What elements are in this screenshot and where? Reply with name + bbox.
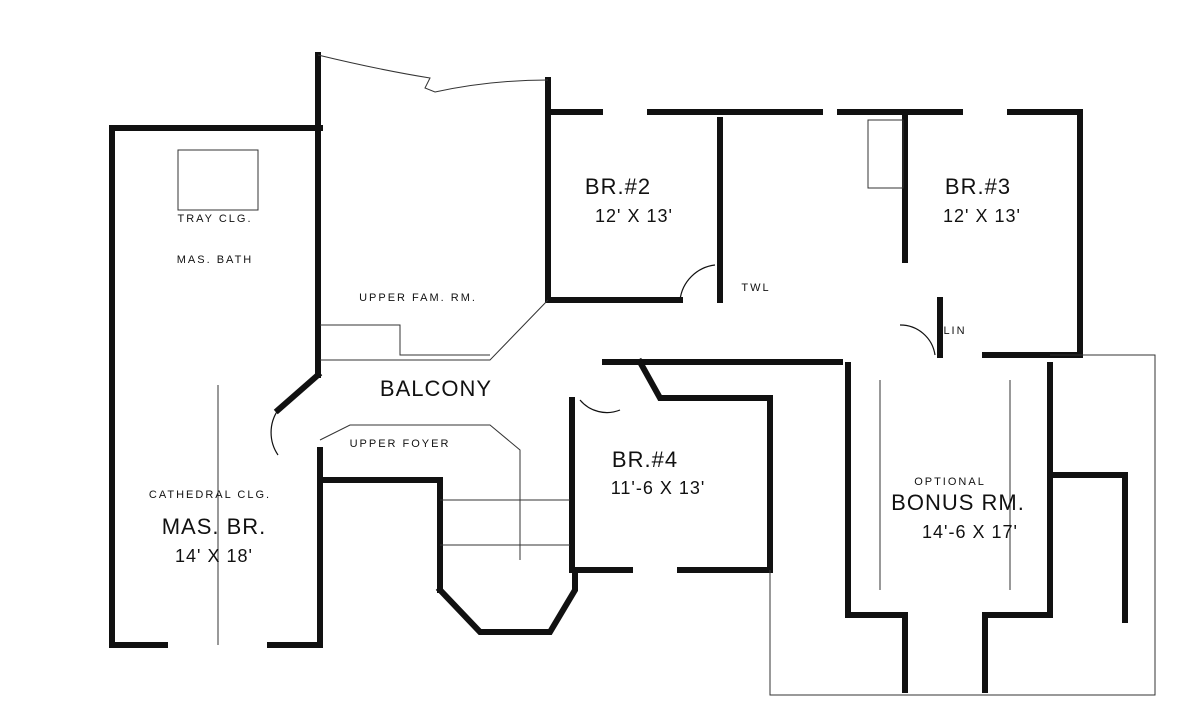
room-label-tray-clg: TRAY CLG. <box>177 213 253 225</box>
thin-lines <box>177 54 1156 696</box>
door-swings <box>270 264 936 456</box>
room-label-balcony: BALCONY <box>379 376 493 401</box>
room-size-br3: 12' X 13' <box>943 206 1021 226</box>
room-label-lin: LIN <box>943 325 967 337</box>
room-label-upper-foyer: UPPER FOYER <box>349 438 451 450</box>
room-size-mas-br: 14' X 18' <box>175 546 253 566</box>
room-size-br4: 11'-6 X 13' <box>610 478 706 498</box>
room-size-br2: 12' X 13' <box>595 206 673 226</box>
room-label-bonus-rm: BONUS RM. <box>891 490 1025 515</box>
room-label-mas-bath: MAS. BATH <box>176 254 254 266</box>
room-label-cathedral-clg: CATHEDRAL CLG. <box>148 489 272 501</box>
room-label-br4: BR.#4 <box>611 447 679 472</box>
walls <box>109 52 1128 693</box>
room-label-upper-fam-rm: UPPER FAM. RM. <box>359 292 477 304</box>
room-label-optional: OPTIONAL <box>914 476 986 488</box>
room-label-mas-br: MAS. BR. <box>161 514 267 539</box>
room-size-bonus-rm: 14'-6 X 17' <box>922 522 1018 542</box>
room-label-br3: BR.#3 <box>944 174 1012 199</box>
room-label-br2: BR.#2 <box>584 174 652 199</box>
room-label-twl: TWL <box>741 282 771 294</box>
